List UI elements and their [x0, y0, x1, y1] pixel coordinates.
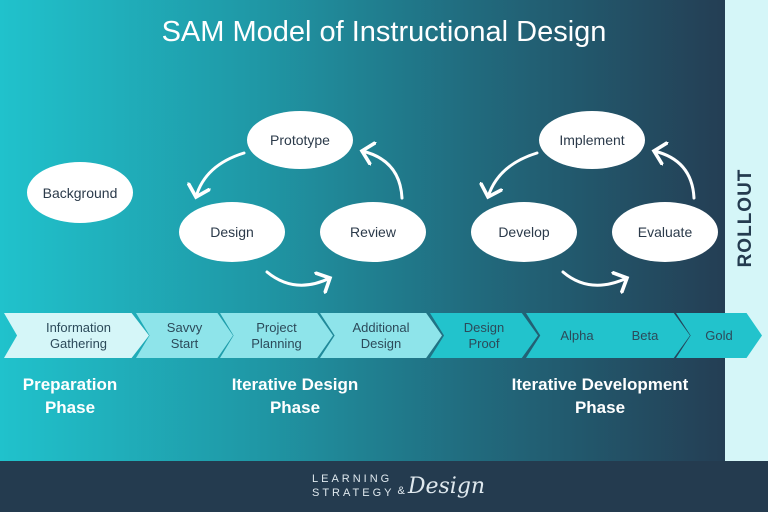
node-develop: Develop: [471, 202, 577, 262]
node-evaluate: Evaluate: [612, 202, 718, 262]
node-develop-label: Develop: [498, 224, 550, 240]
logo-wordmark: LEARNING STRATEGY: [312, 473, 395, 499]
node-background: Background: [27, 162, 133, 223]
rollout-band: [725, 0, 768, 461]
node-design-label: Design: [210, 224, 254, 240]
node-design: Design: [179, 202, 285, 262]
brand-logo: LEARNING STRATEGY & Design: [312, 466, 485, 506]
node-evaluate-label: Evaluate: [637, 224, 693, 240]
node-review: Review: [320, 202, 426, 262]
node-implement: Implement: [539, 111, 645, 169]
node-prototype-label: Prototype: [270, 132, 330, 148]
footer: [0, 461, 768, 512]
node-review-label: Review: [350, 224, 396, 240]
logo-ampersand: &: [397, 485, 405, 497]
logo-script: Design: [407, 473, 486, 499]
node-background-label: Background: [42, 184, 118, 201]
node-implement-label: Implement: [559, 132, 625, 148]
step-beta: Beta: [600, 313, 690, 358]
node-prototype: Prototype: [247, 111, 353, 169]
diagram-title: SAM Model of Instructional Design: [161, 16, 607, 48]
